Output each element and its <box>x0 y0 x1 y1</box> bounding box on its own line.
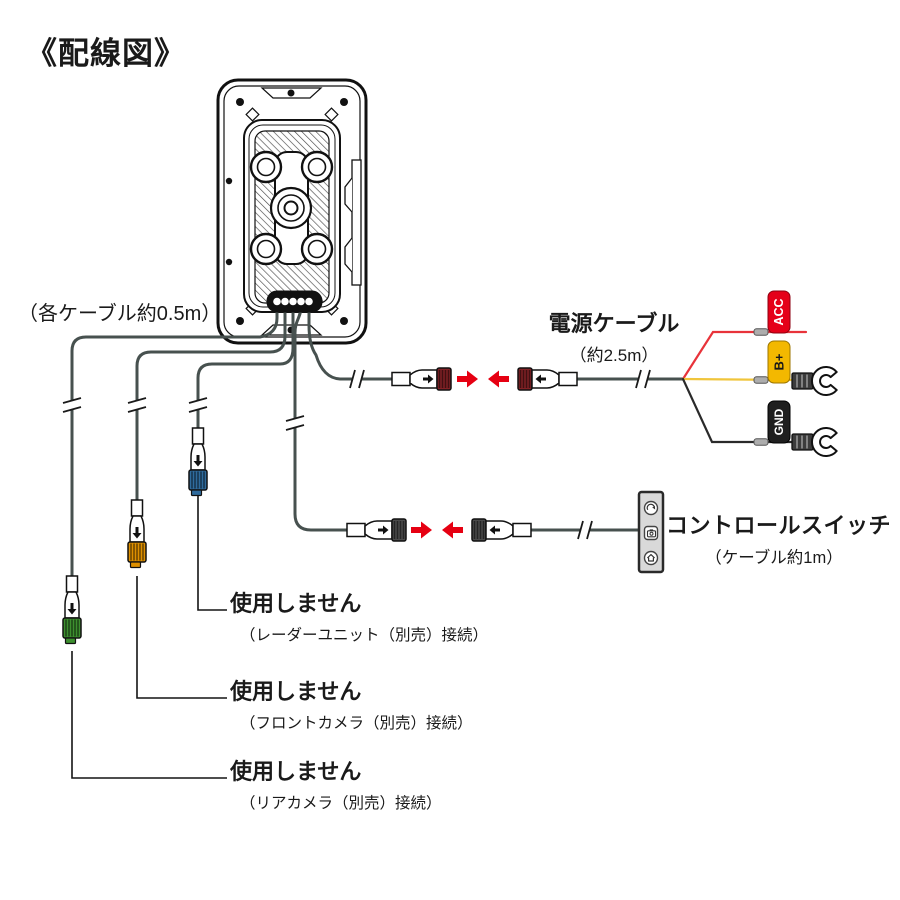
home-icon <box>646 554 656 562</box>
rotate-icon <box>646 503 656 511</box>
leader-lines <box>71 496 227 779</box>
gnd-fork-terminal <box>791 427 838 457</box>
rear-camera-connector <box>62 575 82 645</box>
control-switch-length: （ケーブル約1m） <box>705 549 843 567</box>
acc-ferrule <box>753 328 769 336</box>
unused-note-rear-camera: 使用しません （リアカメラ（別売）接続） <box>230 754 442 813</box>
mate-arrow-right <box>457 370 478 388</box>
cable-break-marks <box>62 369 651 540</box>
mount-bracket <box>249 150 334 266</box>
acc-tag-text: ACC <box>772 298 786 325</box>
control-switch <box>637 490 665 574</box>
rotate-button <box>643 500 659 516</box>
home-button <box>643 550 659 566</box>
control-connector-pair <box>346 518 532 542</box>
bottom-port <box>266 290 323 313</box>
cable-radar <box>196 304 295 431</box>
power-cable-label-block: 電源ケーブル （約2.5m） <box>536 306 692 366</box>
unused-label: 使用しません <box>230 759 362 784</box>
unused-label: 使用しません <box>230 679 362 704</box>
cable-control <box>293 304 350 532</box>
cable-rear-camera <box>70 304 279 579</box>
camera-icon <box>646 529 657 538</box>
camera-button <box>643 525 659 541</box>
front-camera-connector <box>127 499 147 569</box>
cable-front-camera <box>135 304 287 503</box>
control-switch-label-block: コントロールスイッチ （ケーブル約1m） <box>666 508 892 568</box>
camera-lens-icon <box>269 186 313 230</box>
radar-connector <box>188 427 208 497</box>
page-title: 《配線図》 <box>26 36 186 71</box>
main-unit <box>216 78 368 345</box>
mate-arrow-left <box>488 370 509 388</box>
unused-note-front-camera: 使用しません （フロントカメラ（別売）接続） <box>230 674 473 733</box>
bplus-tag: B+ <box>767 340 791 384</box>
gnd-ferrule <box>753 438 769 446</box>
power-cable-length: （約2.5m） <box>569 346 659 365</box>
unused-sub-label: （レーダーユニット（別売）接続） <box>240 627 489 644</box>
cable-length-note: （各ケーブル約0.5m） <box>18 303 222 325</box>
power-cable-label: 電源ケーブル <box>548 311 680 336</box>
unused-label: 使用しません <box>230 591 362 616</box>
bplus-ferrule <box>753 376 769 384</box>
cables <box>70 304 685 579</box>
mate-arrow-right <box>411 521 432 539</box>
gnd-tag-text: GND <box>772 408 786 435</box>
unused-sub-label: （リアカメラ（別売）接続） <box>240 795 442 812</box>
control-switch-label: コントロールスイッチ <box>666 513 892 538</box>
bplus-fork-terminal <box>791 366 838 396</box>
mate-arrow-left <box>442 521 463 539</box>
power-connector-pair <box>391 367 578 391</box>
unused-sub-label: （フロントカメラ（別売）接続） <box>240 715 473 732</box>
unused-note-radar: 使用しません （レーダーユニット（別売）接続） <box>230 586 488 645</box>
gnd-tag: GND <box>767 400 791 444</box>
side-bracket <box>344 159 362 286</box>
acc-tag: ACC <box>767 290 791 334</box>
bplus-tag-text: B+ <box>772 353 787 370</box>
cable-power <box>307 304 395 381</box>
